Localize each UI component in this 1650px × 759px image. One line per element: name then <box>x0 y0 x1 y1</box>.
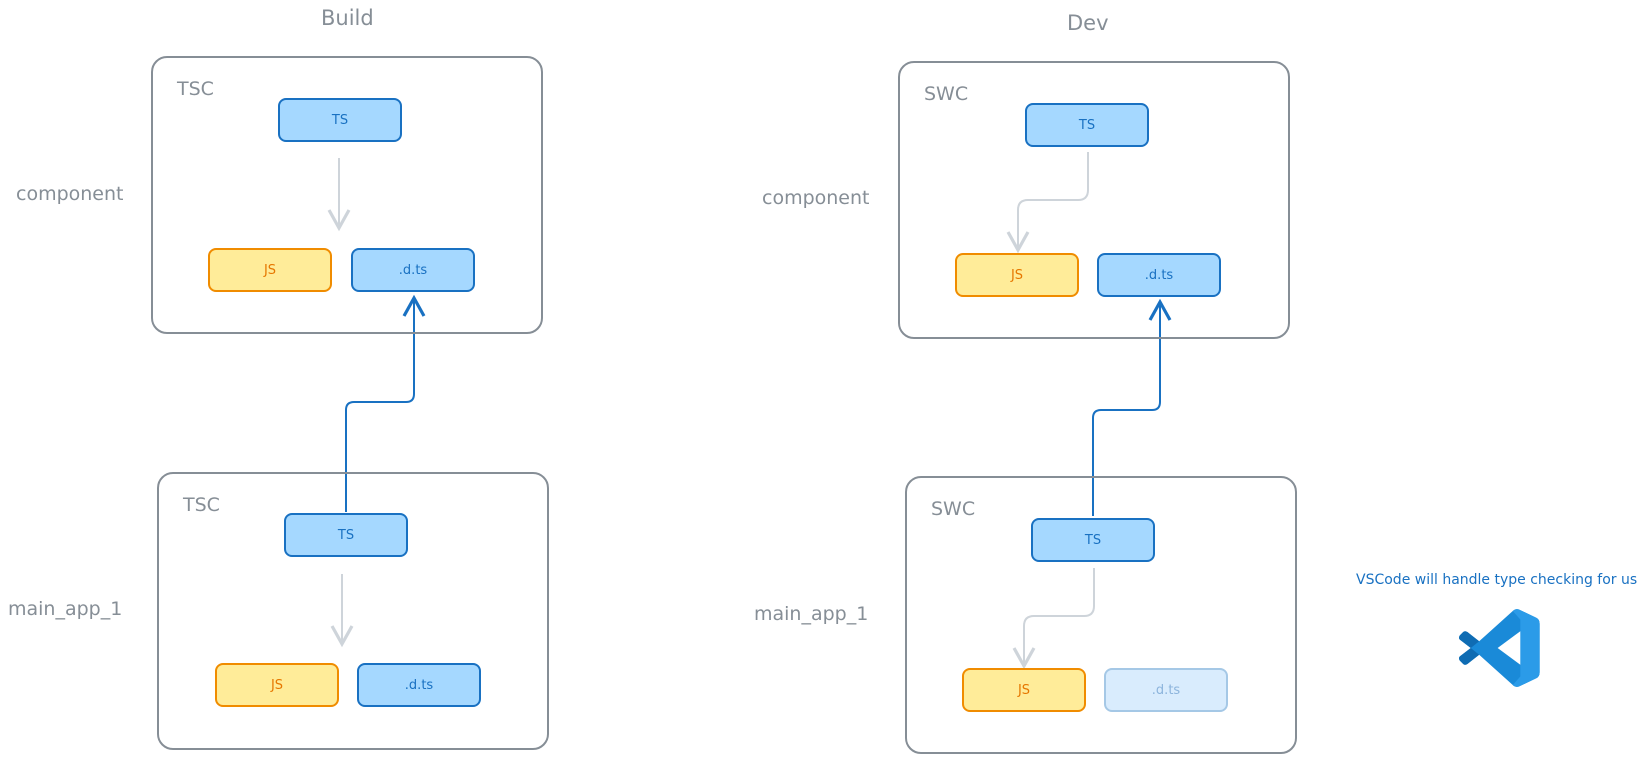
build-main-app-js-node: JS <box>215 663 339 707</box>
build-dependency-arrow <box>345 294 426 512</box>
row-label-dev-main-app: main_app_1 <box>754 603 869 625</box>
dev-main-app-js-node: JS <box>962 668 1086 712</box>
compiler-label: SWC <box>931 498 976 520</box>
dev-main-app-ts-to-js-arrow <box>1012 568 1095 670</box>
build-component-js-node: JS <box>208 248 332 292</box>
dev-component-ts-to-js-arrow <box>1006 152 1089 254</box>
compiler-label: TSC <box>183 494 220 516</box>
dev-component-js-node: JS <box>955 253 1079 297</box>
build-main-app-dts-node: .d.ts <box>357 663 481 707</box>
dev-main-app-frame: SWC <box>905 476 1297 754</box>
build-main-app-frame: TSC <box>157 472 549 750</box>
dev-dependency-arrow <box>1092 298 1172 516</box>
row-label-build-main-app: main_app_1 <box>8 598 123 620</box>
dev-component-dts-node: .d.ts <box>1097 253 1221 297</box>
column-title-dev: Dev <box>1067 11 1109 35</box>
type-checking-note: VSCode will handle type checking for us <box>1356 572 1638 588</box>
compiler-label: SWC <box>924 83 969 105</box>
build-component-dts-node: .d.ts <box>351 248 475 292</box>
row-label-dev-component: component <box>762 187 870 209</box>
column-title-build: Build <box>321 6 374 30</box>
build-component-frame: TSC <box>151 56 543 334</box>
dev-main-app-dts-node-faded: .d.ts <box>1104 668 1228 712</box>
dev-component-frame: SWC <box>898 61 1290 339</box>
dev-main-app-ts-node: TS <box>1031 518 1155 562</box>
row-label-build-component: component <box>16 183 124 205</box>
compiler-label: TSC <box>177 78 214 100</box>
build-main-app-ts-node: TS <box>284 513 408 557</box>
vscode-icon <box>1459 609 1540 687</box>
dev-component-ts-node: TS <box>1025 103 1149 147</box>
build-component-ts-node: TS <box>278 98 402 142</box>
